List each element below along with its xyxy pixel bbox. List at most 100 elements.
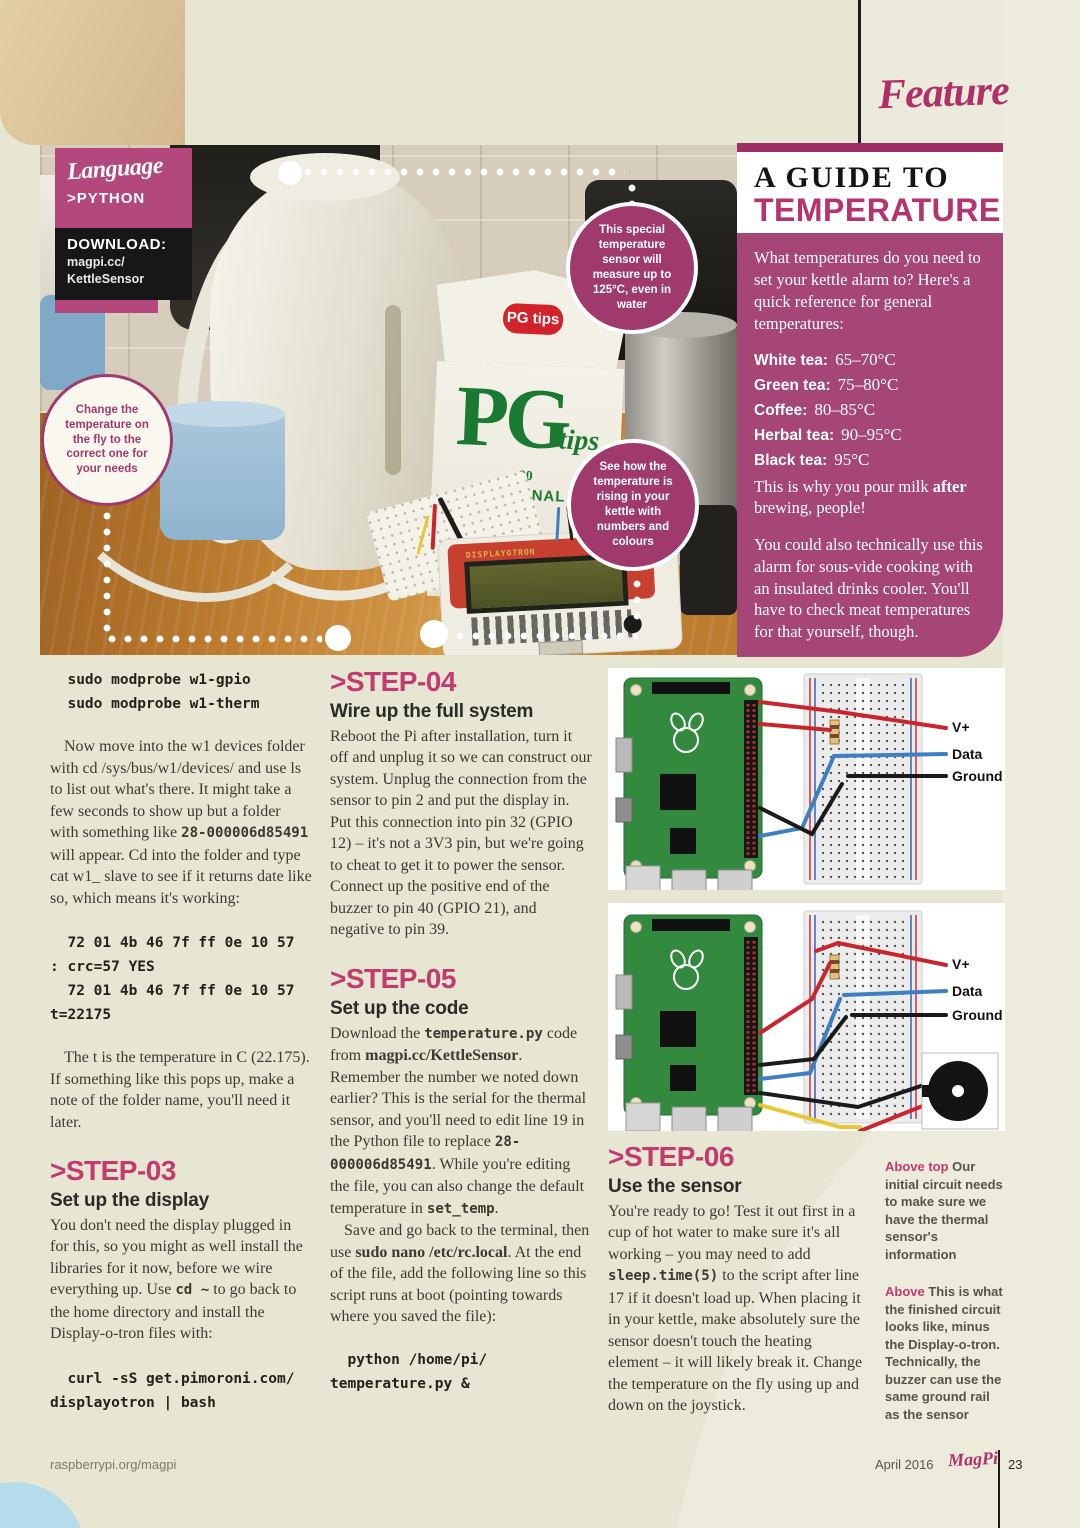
guide-header: A GUIDE TO TEMPERATURE bbox=[737, 152, 1003, 233]
callout-temperature-rising: See how the temperature is rising in you… bbox=[567, 439, 699, 571]
step-03-label: >STEP-03 bbox=[50, 1155, 176, 1186]
temp-row: Green tea: 75–80°C bbox=[754, 376, 986, 401]
wire-red-2b bbox=[758, 961, 832, 1035]
wire-yellow bbox=[758, 1103, 862, 1129]
caption-lead: Above bbox=[885, 1284, 929, 1299]
temp-value: 65–70°C bbox=[835, 349, 896, 369]
code-modprobe: sudo modprobe w1-gpio sudo modprobe w1-t… bbox=[50, 672, 260, 712]
circuit-diagram-finished: V+ Data Ground bbox=[608, 903, 1005, 1134]
magpi-logo: MagPi bbox=[947, 1447, 999, 1471]
wire-black bbox=[758, 782, 844, 837]
callout-sensor-measure: This special temperature sensor will mea… bbox=[566, 202, 698, 334]
kitchen-photo: PG tips PGtips 80 ORIGINAL DISPLAYOTRON bbox=[40, 145, 737, 655]
article-column-2: >STEP-04 Wire up the full system Reboot … bbox=[330, 668, 592, 1396]
wire-red-2 bbox=[758, 722, 832, 732]
dotted-line-bottom-left bbox=[104, 634, 322, 644]
photo-blue-mug bbox=[160, 401, 285, 540]
photo-kettle-lid bbox=[250, 153, 400, 201]
circuit-diagram-initial-svg: V+ Data Ground bbox=[615, 673, 1003, 897]
resistor bbox=[829, 719, 840, 745]
temp-row: Black tea: 95°C bbox=[754, 451, 986, 476]
caption-lead: Above top bbox=[885, 1159, 953, 1174]
badge-pink-strip bbox=[55, 300, 158, 313]
wire-red-buzzer bbox=[858, 1101, 932, 1133]
section-label-feature: Feature bbox=[877, 67, 1010, 119]
temp-label: Coffee: bbox=[754, 401, 808, 419]
temp-label: Green tea: bbox=[754, 376, 831, 394]
guide-intro: What temperatures do you need to set you… bbox=[754, 248, 981, 333]
photo-kettle-water-gauge bbox=[385, 305, 401, 475]
step-05-title: Set up the code bbox=[330, 997, 469, 1019]
dotted-line-from-rising-callout bbox=[632, 576, 642, 626]
raspberry-logo bbox=[670, 712, 704, 753]
step-04-title: Wire up the full system bbox=[330, 701, 534, 722]
temp-row: Herbal tea:90–95°C bbox=[754, 426, 986, 451]
step-05-label: >STEP-05 bbox=[330, 962, 456, 994]
corner-blue-circle bbox=[0, 1482, 85, 1528]
wire-blue-2b bbox=[758, 997, 842, 1081]
article-column-1: sudo modprobe w1-gpio sudo modprobe w1-t… bbox=[50, 668, 312, 1415]
temp-label: Black tea: bbox=[754, 451, 828, 469]
circuit-diagram-initial: V+ Data Ground bbox=[608, 668, 1005, 897]
step-04-label: >STEP-04 bbox=[330, 666, 456, 697]
guide-outro: You could also technically use this alar… bbox=[754, 534, 983, 642]
step-04-body: Reboot the Pi after installation, turn i… bbox=[330, 727, 592, 939]
footer-date: April 2016 bbox=[875, 1457, 934, 1472]
dotted-line-anchor-dot-3 bbox=[420, 620, 448, 648]
code-curl-displayotron: curl -sS get.pimoroni.com/displayotron |… bbox=[50, 1370, 295, 1411]
diagram1-label-data: Data bbox=[952, 746, 983, 762]
wire-black-2b bbox=[758, 1015, 848, 1067]
diagram2-label-data: Data bbox=[952, 983, 983, 999]
image-captions: Above top Our initial circuit needs to m… bbox=[885, 1158, 1007, 1443]
wire-blue-data-2 bbox=[842, 989, 948, 997]
dotted-line-to-sensor-callout bbox=[627, 180, 637, 208]
wire-red bbox=[758, 700, 842, 714]
download-url-line1: magpi.cc/ bbox=[67, 255, 125, 269]
wire-red-top bbox=[814, 941, 840, 953]
dotted-line-anchor-dot bbox=[278, 161, 302, 185]
download-badge-label: DOWNLOAD: bbox=[67, 236, 167, 253]
header-divider-line bbox=[858, 0, 861, 143]
temp-value: 95°C bbox=[834, 449, 870, 469]
paragraph-w1-devices: Now move into the w1 devices folder with… bbox=[50, 738, 312, 907]
guide-top-bar bbox=[737, 143, 1003, 152]
dotted-line-left-vertical bbox=[102, 508, 112, 632]
photo-breadboard-yellow-wire bbox=[416, 515, 430, 555]
step-05-body-2: Save and go back to the terminal, then u… bbox=[330, 1222, 590, 1325]
diagram2-label-ground: Ground bbox=[952, 1007, 1003, 1023]
caption-text: Our initial circuit needs to make sure w… bbox=[885, 1159, 1003, 1262]
language-badge-value: >PYTHON bbox=[67, 190, 146, 208]
photo-breadboard-red-wire bbox=[430, 503, 438, 550]
raspberry-logo-2 bbox=[670, 949, 704, 990]
temp-label: White tea: bbox=[754, 351, 829, 369]
guide-milk-note: This is why you pour milk after brewing,… bbox=[754, 476, 967, 518]
dotted-line-top bbox=[300, 167, 625, 177]
wire-blue-data bbox=[758, 752, 948, 838]
code-rclocal: python /home/pi/temperature.py & bbox=[330, 1351, 488, 1392]
temp-value: 75–80°C bbox=[837, 374, 899, 394]
callout-temperature-rising-text: See how the temperature is rising in you… bbox=[593, 461, 673, 548]
raspberry-pi-board bbox=[615, 677, 763, 897]
wire-red-vplus-2 bbox=[836, 941, 948, 967]
caption-above-top: Above top Our initial circuit needs to m… bbox=[885, 1158, 1007, 1263]
step-03-body: You don't need the display plugged in fo… bbox=[50, 1216, 303, 1343]
background-right-band bbox=[1003, 0, 1080, 1528]
temp-row: Coffee:80–85°C bbox=[754, 401, 986, 426]
background-top-right bbox=[861, 0, 1003, 143]
code-w1-output: 72 01 4b 46 7f ff 0e 10 57: crc=57 YES 7… bbox=[50, 935, 295, 1023]
photo-pg-logo-text: PG bbox=[454, 366, 570, 468]
temp-row: White tea: 65–70°C bbox=[754, 351, 986, 376]
guide-title-line2: TEMPERATURE bbox=[754, 191, 1001, 228]
photo-pg-flap-logo: PG tips bbox=[502, 302, 564, 336]
guide-title-line1: A GUIDE TO bbox=[754, 161, 950, 194]
dotted-line-bottom-right bbox=[452, 631, 638, 641]
temp-value: 90–95°C bbox=[841, 424, 902, 444]
footer-website: raspberrypi.org/magpi bbox=[50, 1457, 177, 1472]
buzzer bbox=[921, 1052, 999, 1130]
download-url-line2: KettleSensor bbox=[67, 271, 145, 286]
wire-red-vplus bbox=[838, 710, 948, 730]
diagram1-label-vplus: V+ bbox=[952, 719, 970, 735]
guide-body: What temperatures do you need to set you… bbox=[737, 233, 1003, 657]
callout-change-temperature-text: Change the temperature on the fly to the… bbox=[65, 403, 149, 476]
